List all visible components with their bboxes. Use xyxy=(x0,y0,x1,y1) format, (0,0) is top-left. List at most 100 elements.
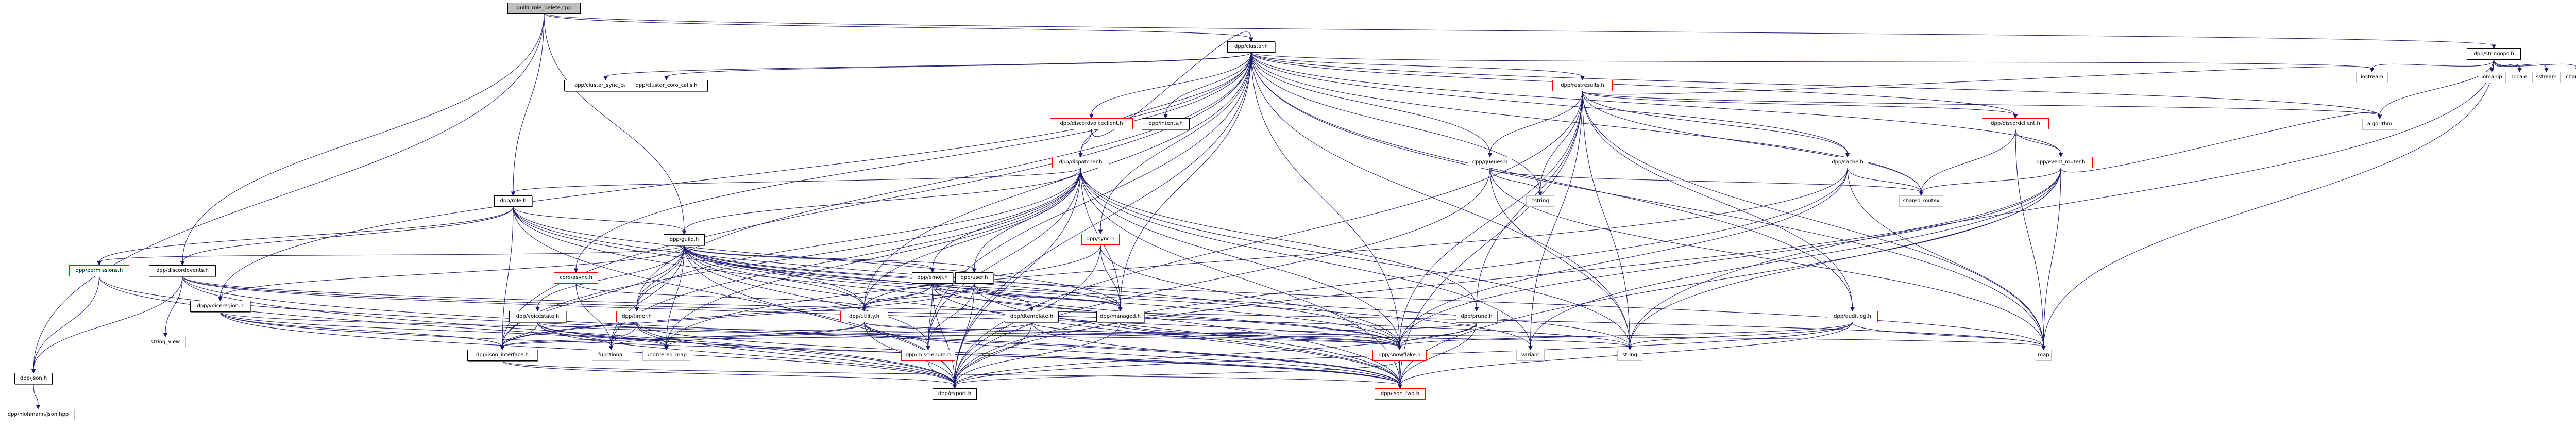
edge-discordevents-to-export xyxy=(182,276,955,386)
node-dispatcher[interactable]: dpp/dispatcher.h xyxy=(1052,157,1109,168)
edge-guild-to-variant xyxy=(684,245,1531,347)
edge-voicestate-to-unordered_map xyxy=(537,322,667,347)
edge-queues-to-cstring xyxy=(1489,168,1540,193)
edge-stringops-to-string xyxy=(1630,59,2494,347)
node-snowflake[interactable]: dpp/snowflake.h xyxy=(1372,350,1427,361)
node-discordvoiceclient[interactable]: dpp/discordvoiceclient.h xyxy=(1050,118,1133,129)
node-charconv: charconv xyxy=(2562,72,2576,83)
edge-stringops-to-iostream xyxy=(2371,59,2494,69)
node-coro_async[interactable]: coro/async.h xyxy=(554,272,598,284)
edge-restresults-to-map xyxy=(1582,91,2044,347)
node-json_fwd[interactable]: dpp/json_fwd.h xyxy=(1375,388,1426,400)
edge-dtemplate-to-snowflake xyxy=(1031,322,1400,347)
node-utility[interactable]: dpp/utility.h xyxy=(840,311,888,322)
node-voiceregion[interactable]: dpp/voiceregion.h xyxy=(190,301,250,312)
arrowhead-guild-to-permissions xyxy=(97,261,101,266)
node-timer[interactable]: dpp/timer.h xyxy=(616,311,657,322)
arrowhead-queues-to-cstring xyxy=(1538,191,1543,196)
edge-restresults-to-variant xyxy=(1530,91,1583,347)
edge-restresults-to-snowflake xyxy=(1399,91,1583,347)
edge-cluster-to-auditlog xyxy=(1251,52,1853,308)
edge-cluster-to-voiceregion xyxy=(220,52,1251,298)
node-shared_mutex: shared_mutex xyxy=(1899,195,1943,207)
arrowhead-stringops-to-iostream xyxy=(2369,68,2375,73)
node-string: string xyxy=(1617,350,1642,361)
node-cluster[interactable]: dpp/cluster.h xyxy=(1227,41,1275,53)
edge-emoji-to-export xyxy=(932,283,955,386)
node-auditlog[interactable]: dpp/auditlog.h xyxy=(1827,311,1878,322)
node-role[interactable]: dpp/role.h xyxy=(494,195,532,207)
arrowhead-dispatcher-to-role xyxy=(511,191,516,196)
node-managed[interactable]: dpp/managed.h xyxy=(1096,311,1144,322)
edge-cluster-to-iostream xyxy=(1251,52,2372,69)
node-string_view: string_view xyxy=(145,337,186,348)
edge-permissions-to-export xyxy=(99,276,955,386)
node-stringops[interactable]: dpp/stringops.h xyxy=(2467,48,2521,60)
node-cache[interactable]: dpp/cache.h xyxy=(1827,157,1868,168)
edge-user-to-utility xyxy=(864,283,975,308)
edge-auditlog-to-string xyxy=(1630,322,1853,347)
arrowhead-voicestate-to-json_interface xyxy=(500,346,505,351)
edge-dispatcher-to-string xyxy=(1080,168,1630,347)
edge-root-to-cluster xyxy=(544,13,1251,39)
node-queues[interactable]: dpp/queues.h xyxy=(1468,157,1512,168)
edge-queues-to-string xyxy=(1489,168,1630,347)
arrowhead-restresults-to-queues xyxy=(1487,153,1493,158)
edge-cluster-to-sync xyxy=(1100,52,1251,231)
edge-emoji-to-snowflake xyxy=(932,283,1400,347)
edge-cluster-to-cstring xyxy=(1251,52,1540,193)
arrowhead-utility-to-functional xyxy=(608,346,614,351)
node-root[interactable]: guild_role_delete.cpp xyxy=(507,3,581,14)
node-intents[interactable]: dpp/intents.h xyxy=(1142,118,1190,129)
edge-dispatcher-to-timer xyxy=(636,168,1081,308)
edge-misc_enum-to-export xyxy=(928,360,955,386)
edge-timer-to-unordered_map xyxy=(636,322,667,347)
edge-emoji-to-json_interface xyxy=(502,283,933,347)
node-voicestate[interactable]: dpp/voicestate.h xyxy=(509,311,566,322)
node-discordevents[interactable]: dpp/discordevents.h xyxy=(149,265,216,276)
arrowhead-cluster-to-cluster_coro xyxy=(664,76,669,81)
node-guild[interactable]: dpp/guild.h xyxy=(664,234,705,245)
edge-dispatcher-to-unordered_map xyxy=(666,168,1081,347)
node-json_interface[interactable]: dpp/json_interface.h xyxy=(467,350,537,361)
arrowhead-json-to-nlohmann xyxy=(36,405,41,410)
arrowhead-discordvoiceclient-to-cluster xyxy=(1249,37,1253,42)
edge-event_router-to-snowflake xyxy=(1399,168,2061,347)
node-functional: functional xyxy=(592,350,630,361)
edges-layer xyxy=(31,13,2576,410)
node-prune[interactable]: dpp/prune.h xyxy=(1456,311,1497,322)
edge-role-to-permissions xyxy=(99,206,514,262)
edge-restresults-to-shared_mutex xyxy=(1582,91,1922,193)
node-event_router[interactable]: dpp/event_router.h xyxy=(2029,157,2093,168)
node-cluster_coro[interactable]: dpp/cluster_coro_calls.h xyxy=(625,80,708,91)
edge-cluster-to-restresults xyxy=(1251,52,1583,77)
node-algorithm: algorithm xyxy=(2362,119,2397,130)
edge-root-to-stringops xyxy=(544,13,2494,46)
arrowhead-cluster-to-sync xyxy=(1098,229,1103,235)
node-permissions[interactable]: dpp/permissions.h xyxy=(69,265,129,276)
arrowhead-snowflake-to-json_fwd xyxy=(1398,384,1402,389)
node-iomanip: iomanip xyxy=(2478,72,2506,83)
node-dtemplate[interactable]: dpp/dtemplate.h xyxy=(1005,311,1059,322)
edge-stringops-to-sstream xyxy=(2494,59,2547,69)
edge-stringops-to-algorithm xyxy=(2379,59,2494,116)
arrowhead-role-to-discordevents xyxy=(180,261,185,266)
node-misc_enum[interactable]: dpp/misc-enum.h xyxy=(901,350,955,361)
node-export[interactable]: dpp/export.h xyxy=(933,388,977,400)
edge-dispatcher-to-json_fwd xyxy=(1080,168,1400,386)
edge-auditlog-to-map xyxy=(1852,322,2044,347)
edge-stringops-to-map xyxy=(2043,59,2494,347)
node-discordclient[interactable]: dpp/discordclient.h xyxy=(1982,118,2049,129)
node-emoji[interactable]: dpp/emoji.h xyxy=(912,272,953,284)
node-json[interactable]: dpp/json.h xyxy=(14,373,53,384)
edge-restresults-to-auditlog xyxy=(1582,91,1853,308)
node-user[interactable]: dpp/user.h xyxy=(955,272,993,284)
edge-utility-to-json_fwd xyxy=(864,322,1400,386)
edge-restresults-to-export xyxy=(954,91,1583,386)
arrowhead-utility-to-unordered_map xyxy=(664,346,669,351)
node-restresults[interactable]: dpp/restresults.h xyxy=(1552,80,1613,91)
edge-cluster-to-dispatcher xyxy=(1080,52,1251,154)
edge-json_interface-to-export xyxy=(502,360,955,386)
node-sync[interactable]: dpp/sync.h xyxy=(1081,234,1120,245)
edge-guild-to-json_interface xyxy=(502,245,685,347)
